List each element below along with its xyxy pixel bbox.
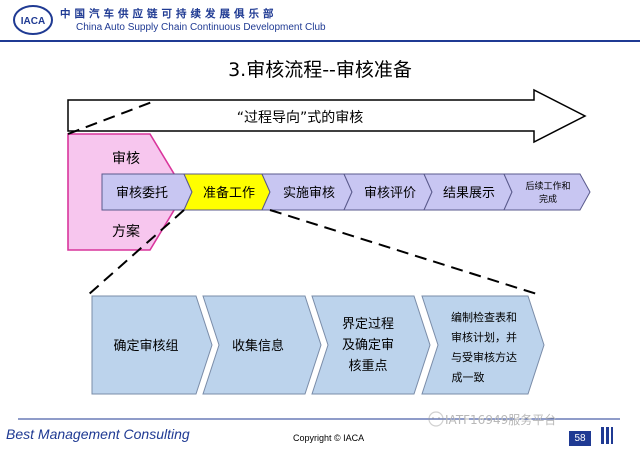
top-arrow xyxy=(67,88,587,144)
dashed-line-right xyxy=(269,209,541,296)
step-results-presentation-label: 结果展示 xyxy=(443,186,495,201)
audit-program-bottom-label: 方案 xyxy=(112,223,140,240)
page-number: 58 xyxy=(569,431,591,446)
step-follow-up-label-line2: 完成 xyxy=(539,193,557,205)
substep-prepare-checklist-line2: 审核计划，并 xyxy=(451,330,517,344)
dashed-line-top xyxy=(67,101,153,135)
step-audit-evaluation-label: 审核评价 xyxy=(364,186,416,201)
iaca-logo: IACA xyxy=(13,5,53,35)
org-name-cn: 中国汽车供应链可持续发展俱乐部 xyxy=(60,8,278,20)
substep-prepare-checklist-line1: 编制检查表和 xyxy=(451,310,517,324)
header-band xyxy=(0,0,640,40)
substep-prepare-checklist-line4: 成一致 xyxy=(452,370,485,384)
substep-collect-info-label: 收集信息 xyxy=(232,338,284,354)
substep-prepare-checklist-line3: 与受审核方达 xyxy=(451,350,517,364)
substep-form-audit-team xyxy=(91,295,213,395)
step-follow-up xyxy=(503,173,591,211)
step-preparation-label: 准备工作 xyxy=(203,185,255,201)
substep-define-process-line2: 及确定审 xyxy=(342,338,394,353)
substep-prepare-checklist xyxy=(421,295,545,395)
slide-title: 3.审核流程--审核准备 xyxy=(228,59,412,81)
substep-form-audit-team-label: 确定审核组 xyxy=(113,339,178,354)
wechat-icon xyxy=(428,411,444,427)
header-rule xyxy=(0,40,640,42)
substep-define-process xyxy=(311,295,431,395)
logo-text: IACA xyxy=(21,16,45,27)
audit-program-top-label: 审核 xyxy=(112,151,140,167)
substep-define-process-line1: 界定过程 xyxy=(342,317,394,332)
substep-define-process-line3: 核重点 xyxy=(348,358,387,374)
footer-bars-icon xyxy=(601,427,613,444)
org-name-en: China Auto Supply Chain Continuous Devel… xyxy=(76,22,326,33)
dashed-line-left xyxy=(87,209,185,296)
footer-copyright: Copyright © IACA xyxy=(293,433,365,443)
watermark-text: IATF16949服务平台 xyxy=(445,413,557,427)
footer-brand: Best Management Consulting xyxy=(6,426,190,442)
step-follow-up-label-line1: 后续工作和 xyxy=(525,180,570,192)
step-audit-commission-label: 审核委托 xyxy=(116,186,168,201)
top-arrow-label: “过程导向”式的审核 xyxy=(237,110,364,126)
substep-collect-info xyxy=(202,295,322,395)
step-conduct-audit-label: 实施审核 xyxy=(283,186,335,201)
